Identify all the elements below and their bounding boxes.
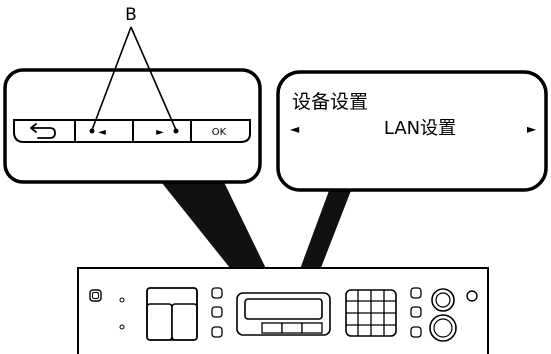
- panel-right-small-button-1[interactable]: [410, 287, 422, 299]
- panel-small-button-1[interactable]: [211, 287, 223, 299]
- back-arrow-icon: [30, 123, 56, 139]
- panel-right-small-button-2[interactable]: [410, 306, 422, 318]
- indicator-lamp-upper: [119, 297, 125, 303]
- stop-button[interactable]: [431, 288, 455, 312]
- panel-small-button-3[interactable]: [211, 326, 223, 338]
- callout-b-label: B: [125, 5, 137, 25]
- panel-nav-left-button[interactable]: [281, 322, 303, 334]
- left-arrow-icon: ◄: [98, 127, 106, 138]
- panel-display-screen: [244, 298, 323, 320]
- lcd-screen: [287, 82, 537, 142]
- left-button[interactable]: ◄: [76, 121, 132, 141]
- panel-left-bottom-left-button[interactable]: [146, 303, 173, 341]
- callout-b: B: [91, 5, 177, 131]
- display-zoom-callout: 设备设置 ◄ LAN设置 ►: [276, 70, 548, 296]
- panel-right-small-button-3[interactable]: [410, 326, 422, 338]
- panel-nav-ok-button[interactable]: [301, 322, 323, 334]
- panel-left-bottom-right-button[interactable]: [171, 303, 198, 341]
- ok-button-label: OK: [212, 127, 227, 138]
- callout-b-line-left: [91, 26, 132, 131]
- back-button[interactable]: [16, 121, 74, 141]
- right-button[interactable]: ►: [134, 121, 190, 141]
- panel-nav-back-button[interactable]: [261, 322, 283, 334]
- callout-b-line-right: [130, 26, 177, 131]
- right-arrow-icon: ►: [156, 127, 164, 138]
- panel-round-small-button[interactable]: [466, 290, 478, 302]
- lcd-left-arrow-icon: ◄: [290, 122, 300, 136]
- lcd-line-1: 设备设置: [292, 91, 368, 113]
- left-button-dot: [89, 128, 95, 134]
- power-button[interactable]: [89, 289, 102, 302]
- numeric-keypad[interactable]: [345, 289, 397, 337]
- lcd-line-2: LAN设置: [384, 118, 456, 139]
- ok-button[interactable]: OK: [192, 121, 249, 141]
- panel-small-button-2[interactable]: [211, 306, 223, 318]
- lcd-right-arrow-icon: ►: [527, 122, 537, 136]
- indicator-lamp-lower: [119, 324, 125, 330]
- right-button-dot: [173, 128, 179, 134]
- operation-panel: [77, 267, 489, 354]
